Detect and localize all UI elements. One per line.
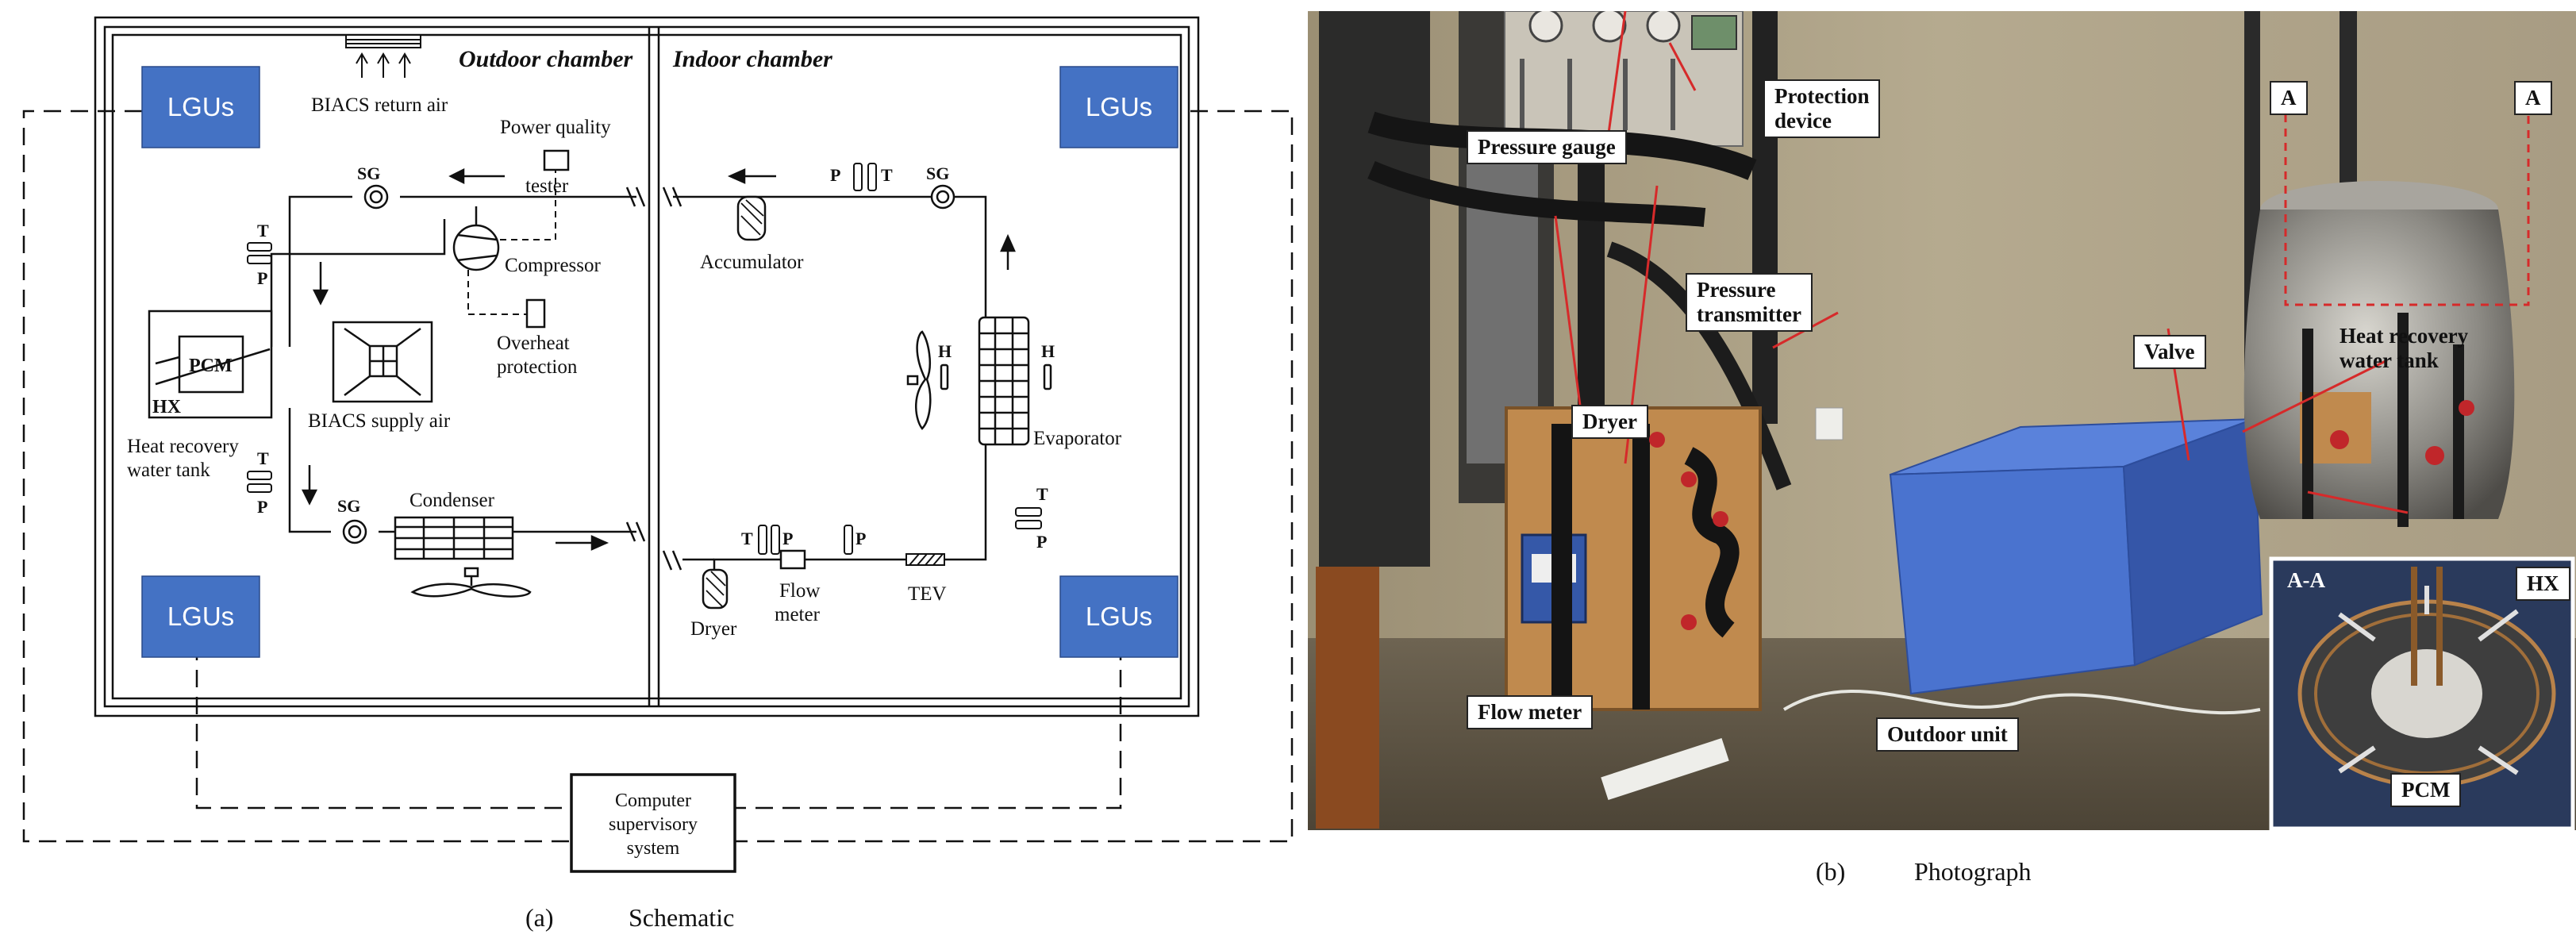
power-quality-tester-label: Power quality (500, 117, 611, 138)
compressor-symbol (452, 149, 570, 329)
tev-label: TEV (908, 583, 947, 605)
temperature-pressure-sensor (247, 242, 272, 493)
t-label: T (881, 165, 893, 185)
biacs-supply-air-label: BIACS supply air (308, 410, 451, 432)
sg-label: SG (337, 496, 360, 516)
biacs-return-air-label: BIACS return air (311, 94, 448, 116)
label-line: Pressure (1697, 278, 1776, 302)
temperature-pressure-sensor (758, 525, 853, 555)
caption-b-tag: (b) (1816, 857, 1846, 886)
lgus-units: LGUs LGUs LGUs LGUs (141, 66, 1178, 658)
caption-b-text: Photograph (1914, 857, 2032, 886)
outdoor-piping (270, 187, 646, 542)
chamber-frame (94, 16, 1200, 717)
heat-recovery-water-tank (148, 310, 273, 419)
heat-recovery-tank-label: Heat recovery (127, 436, 239, 457)
computer-label: supervisory (609, 814, 698, 835)
accumulator-label: Accumulator (700, 252, 804, 273)
power-quality-tester-label: tester (525, 175, 569, 197)
lgus-label: LGUs (1086, 92, 1152, 121)
t-label: T (257, 448, 269, 468)
sg-label: SG (357, 163, 380, 183)
inset-pcm-label: PCM (2390, 773, 2462, 808)
overheat-protection-label: protection (497, 356, 578, 378)
sg-label: SG (926, 163, 949, 183)
protection-device-label: Protection device (1763, 79, 1881, 139)
label-line: Heat recovery (2340, 324, 2469, 348)
indoor-chamber-title: Indoor chamber (672, 46, 832, 72)
t-label: T (1036, 484, 1048, 504)
p-label: P (257, 268, 267, 288)
lgus-label: LGUs (167, 92, 234, 121)
h-label: H (1041, 341, 1055, 361)
lgus-label: LGUs (167, 602, 234, 631)
pressure-transmitter-label: Pressure transmitter (1686, 273, 1813, 333)
flow-meter-symbol (779, 549, 806, 570)
p-label: P (1036, 532, 1047, 552)
condenser-label: Condenser (409, 490, 495, 511)
tev-symbol (905, 553, 945, 566)
control-wiring (22, 110, 1294, 843)
p-label: P (855, 529, 866, 548)
photograph-panel: Pressure gauge Protection device Pressur… (1308, 8, 2576, 831)
valve-label: Valve (2133, 335, 2206, 370)
dryer-photo-label: Dryer (1571, 405, 1648, 440)
flow-arrow (301, 167, 1016, 551)
evaporator-coil (906, 316, 1052, 446)
overheat-protection-label: Overheat (497, 333, 570, 354)
t-label: T (741, 529, 753, 548)
evaporator-label: Evaporator (1033, 428, 1122, 449)
caption-a-text: Schematic (629, 903, 735, 932)
indoor-piping (662, 187, 987, 571)
compressor-label: Compressor (505, 255, 602, 276)
outdoor-unit-label: Outdoor unit (1876, 717, 2019, 752)
hx-label: HX (152, 397, 182, 417)
label-line: device (1774, 109, 1832, 133)
condenser-coil (394, 516, 532, 598)
label-line: water tank (2340, 348, 2439, 373)
flow-meter-label: meter (775, 604, 821, 625)
outdoor-chamber-title: Outdoor chamber (459, 46, 633, 72)
section-aa-label: A-A (2287, 568, 2325, 592)
pressure-gauge-label: Pressure gauge (1467, 130, 1627, 165)
heat-recovery-tank-label: water tank (127, 460, 210, 481)
computer-supervisory-box (570, 773, 736, 873)
section-a-right-label: A (2514, 81, 2552, 116)
temperature-pressure-sensor (853, 163, 877, 191)
temperature-pressure-sensor (1015, 507, 1042, 529)
h-label: H (938, 341, 952, 361)
biacs-return-air-vent (345, 34, 421, 78)
computer-label: system (627, 838, 680, 859)
p-label: P (782, 529, 793, 548)
biacs-supply-air-diffuser (332, 321, 433, 403)
label-line: Protection (1774, 84, 1870, 108)
dryer-label: Dryer (690, 618, 737, 640)
label-line: transmitter (1697, 302, 1801, 327)
schematic-diagram: Outdoor chamber Indoor chamber LGUs LGUs… (22, 16, 1294, 873)
t-label: T (257, 221, 269, 240)
section-a-left-label: A (2270, 81, 2308, 116)
p-label: P (830, 165, 840, 185)
computer-label: Computer (615, 790, 691, 811)
accumulator-symbol (736, 195, 767, 241)
flow-meter-photo-label: Flow meter (1467, 695, 1594, 730)
inset-hx-label: HX (2516, 567, 2570, 602)
pcm-label: PCM (189, 356, 233, 376)
dryer-symbol (702, 568, 729, 610)
heat-recovery-tank-photo-label: Heat recovery water tank (2330, 321, 2478, 376)
outdoor-unit-box (1889, 417, 2263, 695)
caption-a-tag: (a) (525, 903, 554, 932)
flow-meter-label: Flow (779, 580, 820, 602)
p-label: P (257, 497, 267, 517)
section-inset (2269, 556, 2575, 831)
lgus-label: LGUs (1086, 602, 1152, 631)
